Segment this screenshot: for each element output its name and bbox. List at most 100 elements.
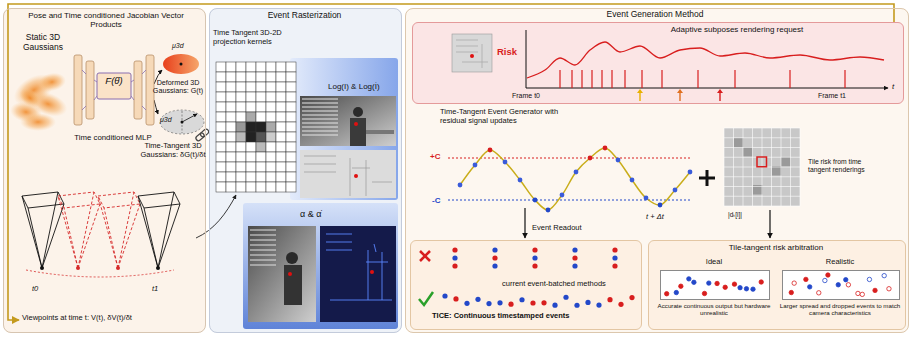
edge-stroke	[326, 250, 352, 251]
kernel-cell	[276, 142, 286, 152]
event-dot	[658, 203, 663, 208]
kernel-cell	[276, 72, 286, 82]
subpose-arrowhead	[677, 89, 683, 93]
event-dot	[453, 296, 458, 301]
kernel-cell	[286, 72, 296, 82]
edge-stroke	[326, 234, 352, 235]
kernel-cell	[236, 82, 246, 92]
kernel-cell	[256, 162, 266, 172]
kernel-cell	[216, 182, 226, 192]
edge-stroke	[482, 44, 483, 68]
event-dot	[673, 188, 678, 193]
mean-point	[181, 121, 184, 124]
mlp-link	[142, 106, 146, 110]
event-dot	[530, 300, 535, 305]
panel-fill	[3, 8, 206, 333]
node-heading: Ideal	[660, 258, 768, 267]
kernel-cell	[266, 182, 276, 192]
art-layer	[448, 128, 800, 238]
axis-line	[526, 30, 527, 88]
tile-arrow	[769, 210, 770, 238]
node-body: Accurate continuous output but hardware …	[656, 302, 772, 316]
kernel-cell	[276, 82, 286, 92]
risk-tile	[757, 157, 767, 167]
event-dot	[532, 247, 537, 252]
edge-stroke	[304, 164, 336, 165]
kernel-cell	[266, 162, 276, 172]
node-heading: Event Rasterization	[209, 11, 400, 21]
person-head	[353, 107, 363, 117]
kernel-cell	[236, 72, 246, 82]
window-blind	[250, 245, 276, 246]
kernel-cell	[276, 182, 286, 192]
render-request-tick	[641, 70, 642, 88]
kernel-cell	[216, 102, 226, 112]
kernel-cell	[256, 122, 266, 132]
axis-label: Risk	[497, 47, 517, 58]
event-dot	[882, 273, 886, 277]
part-label: Time-Tangent Event Generator with residu…	[440, 108, 580, 125]
node-heading: Adaptive subposes rendering request	[612, 25, 862, 34]
event-dot	[744, 287, 748, 291]
event-dot	[473, 163, 478, 168]
art-layer	[419, 247, 635, 307]
event-dot	[464, 301, 469, 306]
kernel-cell	[256, 102, 266, 112]
kernel-cell	[216, 62, 226, 72]
render-request-tick	[611, 70, 612, 88]
kernel-cell	[256, 62, 266, 72]
axis-label: Frame t0	[512, 92, 540, 100]
event-dot	[475, 297, 480, 302]
edge-stroke	[372, 182, 392, 183]
art-layer	[664, 277, 763, 296]
kernel-cell	[226, 102, 236, 112]
kernel-cell	[246, 172, 256, 182]
window-blind	[250, 260, 276, 261]
node-heading: Viewpoints at time t: V(t), δV(t)/δt	[22, 314, 202, 323]
node-body: Time conditioned MLP	[70, 134, 156, 143]
event-dot	[612, 263, 617, 268]
event-dot	[630, 178, 635, 183]
kernel-cell	[246, 102, 256, 112]
event-dot	[452, 263, 457, 268]
check-mark	[419, 292, 433, 305]
alpha-image	[248, 226, 316, 322]
event-dot	[585, 300, 590, 305]
tile-image	[724, 128, 800, 206]
event-dot	[442, 293, 447, 298]
event-dot	[751, 287, 755, 291]
event-dot	[679, 284, 683, 288]
window-blind	[302, 99, 338, 100]
event-dot	[687, 277, 691, 281]
log-image	[300, 96, 396, 146]
window-blind	[302, 107, 338, 108]
image-backdrop	[243, 203, 398, 329]
kernel-cell	[256, 142, 266, 152]
event-dot	[492, 255, 497, 260]
tile-shade	[734, 138, 744, 148]
event-dot	[856, 291, 860, 295]
kernel-cell	[246, 142, 256, 152]
window-blind	[302, 111, 338, 112]
kernel-cell	[286, 162, 296, 172]
kernel-cell	[256, 82, 266, 92]
image-backdrop	[290, 58, 398, 200]
tile-shade	[743, 147, 753, 157]
kernel-cell	[226, 172, 236, 182]
readout-arrow	[524, 208, 525, 238]
window-blind	[302, 127, 338, 128]
kernel-cell	[246, 152, 256, 162]
mlp-layer	[74, 55, 82, 125]
event-dot	[563, 295, 568, 300]
mlp-layer	[86, 61, 94, 119]
kernel-cell	[236, 92, 246, 102]
event-dot	[817, 291, 821, 295]
kernel-cell	[216, 132, 226, 142]
kernel-cell	[226, 142, 236, 152]
event-dot	[518, 178, 523, 183]
event-dot	[607, 297, 612, 302]
camera-center	[156, 266, 160, 270]
panel-fill	[209, 8, 402, 333]
art-layer	[216, 58, 398, 329]
